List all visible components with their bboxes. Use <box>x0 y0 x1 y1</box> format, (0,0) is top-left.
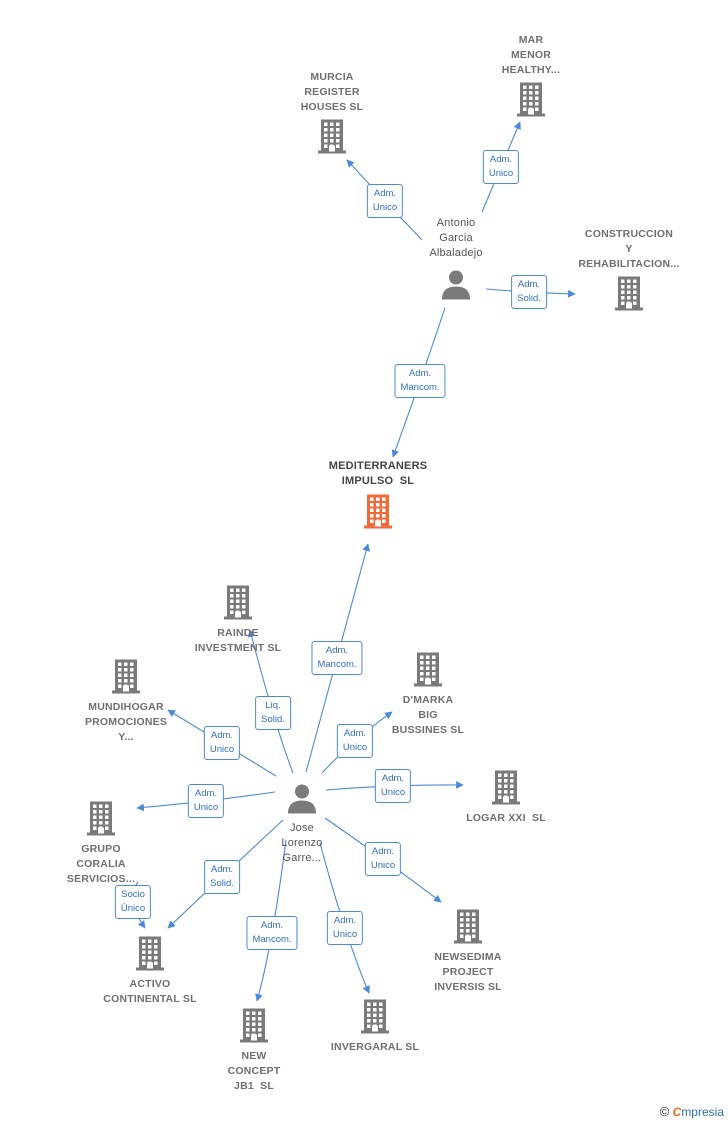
edge-label-jose-mediterraners[interactable]: Adm. Mancom. <box>311 641 363 675</box>
edge-label-antonio-construccion[interactable]: Adm. Solid. <box>511 275 547 309</box>
copyright-symbol: © <box>659 1104 670 1119</box>
node-label-newsedima[interactable]: NEWSEDIMA PROJECT INVERSIS SL <box>434 951 502 993</box>
building-icon[interactable] <box>135 935 165 976</box>
building-icon[interactable] <box>239 1007 269 1048</box>
edge-label-jose-grupo[interactable]: Adm. Unico <box>187 784 225 818</box>
edge-label-jose-invergaral[interactable]: Adm. Unico <box>326 911 364 945</box>
brand-name: mpresia <box>681 1105 724 1119</box>
building-icon[interactable] <box>223 584 253 625</box>
node-label-logar[interactable]: LOGAR XXI SL <box>466 812 546 824</box>
brand-initial: C <box>672 1105 682 1119</box>
node-label-rainde[interactable]: RAINDE INVESTMENT SL <box>194 627 282 654</box>
node-label-jose[interactable]: Jose Lorenzo Garre... <box>281 822 323 864</box>
edge-label-antonio-murcia[interactable]: Adm. Unico <box>366 184 404 218</box>
footer-brand: © Cmpresia <box>660 1104 724 1119</box>
node-label-murcia[interactable]: MURCIA REGISTER HOUSES SL <box>300 71 364 113</box>
node-label-grupo[interactable]: GRUPO CORALIA SERVICIOS... <box>66 843 136 885</box>
building-icon[interactable] <box>111 658 141 699</box>
edge-label-antonio-mar[interactable]: Adm. Unico <box>482 150 520 184</box>
edge-label-jose-activo[interactable]: Adm. Solid. <box>204 860 240 894</box>
building-icon[interactable] <box>360 998 390 1039</box>
building-icon[interactable] <box>491 769 521 810</box>
node-label-dmarka[interactable]: D'MARKA BIG BUSSINES SL <box>391 694 465 736</box>
edge-label-jose-logar[interactable]: Adm. Unico <box>374 769 412 803</box>
edge-label-jose-newsedima[interactable]: Adm. Unico <box>364 842 402 876</box>
building-icon[interactable] <box>413 651 443 692</box>
edge-label-antonio-mediterraners[interactable]: Adm. Mancom. <box>394 364 446 398</box>
node-label-antonio[interactable]: Antonio Garcia Albaladejo <box>429 217 483 259</box>
node-label-activo[interactable]: ACTIVO CONTINENTAL SL <box>103 978 197 1005</box>
node-label-construccion[interactable]: CONSTRUCCION Y REHABILITACION... <box>578 228 680 270</box>
node-label-newconcept[interactable]: NEW CONCEPT JB1 SL <box>227 1050 281 1092</box>
building-icon[interactable] <box>317 118 347 159</box>
node-label-mar[interactable]: MAR MENOR HEALTHY... <box>501 34 561 76</box>
edge-label-jose-rainde[interactable]: Liq. Solid. <box>255 696 291 730</box>
node-label-mediterraners[interactable]: MEDITERRANERS IMPULSO SL <box>328 460 428 487</box>
person-icon[interactable] <box>286 783 318 820</box>
person-icon[interactable] <box>440 269 472 306</box>
building-icon[interactable] <box>516 81 546 122</box>
edge-label-jose-newconcept[interactable]: Adm. Mancom. <box>246 916 298 950</box>
building-icon[interactable] <box>614 275 644 316</box>
building-icon[interactable] <box>86 800 116 841</box>
edge-label-jose-mundihogar[interactable]: Adm. Unico <box>203 726 241 760</box>
node-label-invergaral[interactable]: INVERGARAL SL <box>330 1041 420 1053</box>
edge-label-jose-dmarka[interactable]: Adm. Unico <box>336 724 374 758</box>
main-building-icon[interactable] <box>363 493 393 534</box>
node-label-mundihogar[interactable]: MUNDIHOGAR PROMOCIONES Y... <box>84 701 168 743</box>
building-icon[interactable] <box>453 908 483 949</box>
edge-label-grupo-activo[interactable]: Socio Único <box>114 885 152 919</box>
